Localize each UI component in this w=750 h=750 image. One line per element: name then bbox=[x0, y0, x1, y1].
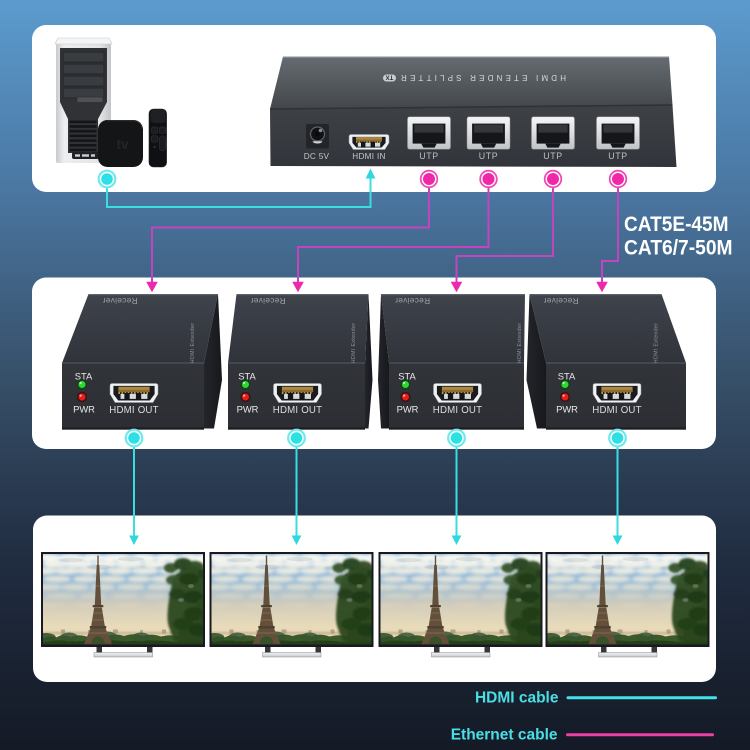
svg-text:UTP: UTP bbox=[479, 151, 498, 161]
svg-text:Ethernet cable: Ethernet cable bbox=[451, 727, 558, 744]
svg-text:STA: STA bbox=[558, 371, 576, 382]
svg-text:TX: TX bbox=[386, 74, 394, 80]
svg-text:Receiver: Receiver bbox=[395, 296, 430, 306]
svg-text:PWR: PWR bbox=[556, 404, 578, 415]
svg-text:Receiver: Receiver bbox=[102, 296, 137, 306]
svg-text:UTP: UTP bbox=[608, 151, 627, 161]
svg-text:HDMI OUT: HDMI OUT bbox=[592, 405, 642, 416]
svg-text:DC 5V: DC 5V bbox=[304, 152, 330, 161]
svg-text:STA: STA bbox=[238, 371, 256, 382]
svg-text:PWR: PWR bbox=[237, 404, 259, 415]
svg-text:tv: tv bbox=[116, 137, 128, 152]
svg-text:STA: STA bbox=[75, 371, 93, 382]
svg-text:Receiver: Receiver bbox=[250, 296, 285, 306]
svg-text:PWR: PWR bbox=[397, 404, 419, 415]
svg-text:CAT6/7-50M: CAT6/7-50M bbox=[624, 237, 733, 260]
svg-text:PWR: PWR bbox=[73, 404, 95, 415]
svg-text:HDMI OUT: HDMI OUT bbox=[109, 405, 159, 416]
svg-text:UTP: UTP bbox=[419, 151, 438, 161]
svg-text:HDMI Extender: HDMI Extender bbox=[351, 323, 357, 364]
svg-text:HDMI OUT: HDMI OUT bbox=[273, 405, 323, 416]
svg-text:STA: STA bbox=[398, 371, 416, 382]
svg-text:UTP: UTP bbox=[543, 151, 562, 161]
svg-text:HDMI Extender: HDMI Extender bbox=[517, 323, 523, 364]
svg-text:Receiver: Receiver bbox=[543, 296, 578, 306]
svg-text:HDMI ETENDER SPLITTER: HDMI ETENDER SPLITTER bbox=[401, 73, 566, 82]
svg-text:HDMI cable: HDMI cable bbox=[475, 690, 559, 707]
svg-text:HDMI Extender: HDMI Extender bbox=[654, 323, 660, 364]
svg-text:HDMI OUT: HDMI OUT bbox=[433, 405, 483, 416]
svg-text:HDMI IN: HDMI IN bbox=[352, 152, 385, 161]
svg-text:CAT5E-45M: CAT5E-45M bbox=[624, 213, 729, 236]
svg-text:HDMI Extender: HDMI Extender bbox=[190, 323, 196, 364]
